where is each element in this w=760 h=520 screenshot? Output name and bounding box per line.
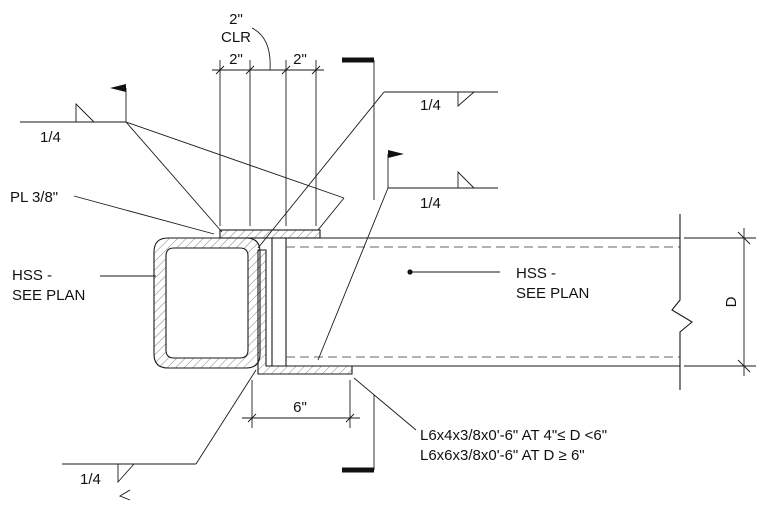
hss-left-label-line1: HSS - [12,267,52,284]
depth-dimension [684,228,756,376]
hss-left-label-line2: SEE PLAN [12,287,85,304]
top-dimension [212,27,324,226]
top-plate [219,229,321,239]
left-gap-dim: 2" [229,51,243,68]
depth-dim-text: D [723,296,740,307]
hss-left-tube [153,237,261,369]
weld-symbol-bottom-left [62,369,257,501]
right-gap-dim: 2" [293,51,307,68]
angle-leg-dimension [242,380,360,428]
clear-dim-top: 2" [229,11,243,28]
weld-bottom-left-size: 1/4 [80,471,101,488]
label-leaders [73,195,500,431]
angle-leg-dim-text: 6" [293,399,307,416]
hss-right-beam [271,214,693,390]
weld-mid-right-size: 1/4 [420,195,441,212]
angle-spec-line2: L6x6x3/8x0'-6" AT D ≥ 6" [420,447,585,464]
weld-left-size: 1/4 [40,129,61,146]
weld-symbol-left [20,84,345,233]
plate-label: PL 3/8" [10,189,58,206]
clear-dim-bottom: CLR [221,29,251,46]
hss-right-label-line2: SEE PLAN [516,285,589,302]
weld-symbol-top-right [257,91,498,249]
hss-right-label-line1: HSS - [516,265,556,282]
section-cut-markers [342,57,375,473]
weld-symbol-mid-right [317,150,498,361]
angle-spec-line1: L6x4x3/8x0'-6" AT 4"≤ D <6" [420,427,607,444]
weld-top-right-size: 1/4 [420,97,441,114]
